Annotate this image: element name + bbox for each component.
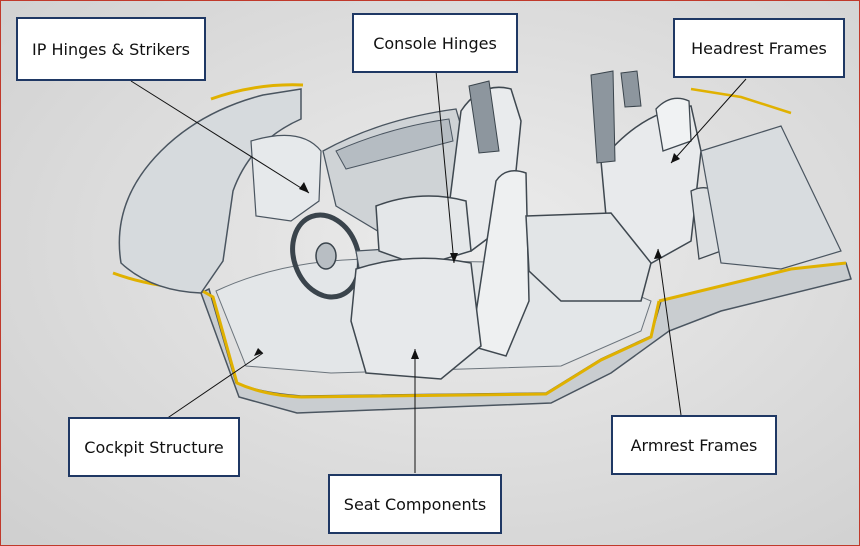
rear-headrest xyxy=(655,97,692,152)
cargo-deck xyxy=(700,125,842,270)
trim-front xyxy=(112,271,302,399)
leader-lines xyxy=(130,70,747,473)
leader-cockpit-structure xyxy=(165,352,264,420)
trim-top xyxy=(210,83,304,101)
label-cockpit-structure-text: Cockpit Structure xyxy=(84,437,224,457)
leader-armrest-frames xyxy=(657,248,682,416)
label-ip-hinges: IP Hinges & Strikers xyxy=(16,17,206,81)
label-armrest-frames: Armrest Frames xyxy=(611,415,777,475)
steering-hub xyxy=(315,242,337,270)
leader-ip-hinges xyxy=(130,80,310,194)
label-console-hinges: Console Hinges xyxy=(352,13,518,73)
label-seat-components-text: Seat Components xyxy=(343,494,487,514)
label-armrest-frames-text: Armrest Frames xyxy=(630,435,758,455)
arrow-headrest-frames xyxy=(671,153,680,163)
passenger-seat-cushion xyxy=(350,257,482,380)
trim-side xyxy=(300,300,661,399)
rear-seat-cushion xyxy=(525,212,652,302)
label-cockpit-structure: Cockpit Structure xyxy=(68,417,240,477)
leader-arrowheads xyxy=(254,153,680,359)
b-pillar xyxy=(468,80,500,154)
passenger-seat-back xyxy=(470,170,530,357)
label-console-hinges-text: Console Hinges xyxy=(373,33,497,53)
arrow-cockpit-structure xyxy=(254,348,263,356)
arrow-console-hinges xyxy=(450,253,458,263)
arrow-armrest-frames xyxy=(654,249,662,259)
label-seat-components: Seat Components xyxy=(328,474,502,534)
trim-rear xyxy=(658,261,847,303)
label-headrest-frames: Headrest Frames xyxy=(673,18,845,78)
leader-console-hinges xyxy=(435,70,455,264)
label-headrest-frames-text: Headrest Frames xyxy=(691,38,827,58)
leader-headrest-frames xyxy=(670,78,747,164)
c-pillar xyxy=(590,70,616,164)
label-ip-hinges-text: IP Hinges & Strikers xyxy=(32,39,190,59)
arrow-seat-components xyxy=(411,349,419,359)
steering-wheel xyxy=(290,212,362,300)
trim-headliner xyxy=(690,87,792,115)
arrow-ip-hinges xyxy=(299,182,309,193)
d-pillar xyxy=(620,70,642,108)
door-window xyxy=(335,118,454,170)
